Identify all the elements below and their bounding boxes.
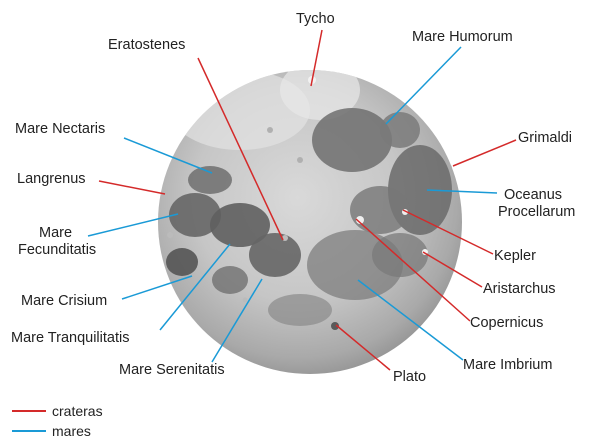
label-mare-serenitatis: Mare Serenitatis bbox=[119, 362, 225, 379]
legend-label-mares: mares bbox=[52, 423, 91, 439]
label-oceanus-procellarum: Oceanus Procellarum bbox=[498, 187, 588, 221]
langrenus-line bbox=[99, 181, 165, 194]
label-mare-nectaris: Mare Nectaris bbox=[15, 121, 105, 138]
label-mare-tranquilitatis: Mare Tranquilitatis bbox=[11, 330, 129, 347]
legend-item-crateras: crateras bbox=[12, 403, 103, 419]
legend-swatch-mares bbox=[12, 430, 46, 432]
mare-serenitatis-region bbox=[249, 233, 301, 277]
label-tycho: Tycho bbox=[296, 11, 335, 28]
label-mare-crisium: Mare Crisium bbox=[21, 293, 107, 310]
mare-crisium-region bbox=[166, 248, 198, 276]
label-oceanus-line1: Oceanus bbox=[498, 187, 588, 204]
label-copernicus: Copernicus bbox=[470, 315, 543, 332]
label-mare-humorum: Mare Humorum bbox=[412, 29, 513, 46]
legend-swatch-crateras bbox=[12, 410, 46, 412]
label-mare-imbrium: Mare Imbrium bbox=[463, 357, 552, 374]
label-mare-fec-line2: Fecunditatis bbox=[18, 242, 108, 259]
legend-item-mares: mares bbox=[12, 423, 91, 439]
label-mare-fecunditatis: Mare Fecunditatis bbox=[18, 225, 108, 259]
mare-humorum-line bbox=[386, 47, 461, 124]
legend-label-crateras: crateras bbox=[52, 403, 103, 419]
label-plato: Plato bbox=[393, 369, 426, 386]
label-langrenus: Langrenus bbox=[17, 171, 86, 188]
grimaldi-line bbox=[453, 140, 516, 166]
label-grimaldi: Grimaldi bbox=[518, 130, 572, 147]
mare-humorum-region bbox=[312, 108, 392, 172]
label-kepler: Kepler bbox=[494, 248, 536, 265]
legend: crateras mares bbox=[12, 403, 142, 443]
label-mare-fec-line1: Mare bbox=[18, 225, 108, 242]
label-oceanus-line2: Procellarum bbox=[498, 204, 588, 221]
label-eratostenes: Eratostenes bbox=[108, 37, 185, 54]
mare-nectaris-region bbox=[188, 166, 232, 194]
label-aristarchus: Aristarchus bbox=[483, 281, 556, 298]
